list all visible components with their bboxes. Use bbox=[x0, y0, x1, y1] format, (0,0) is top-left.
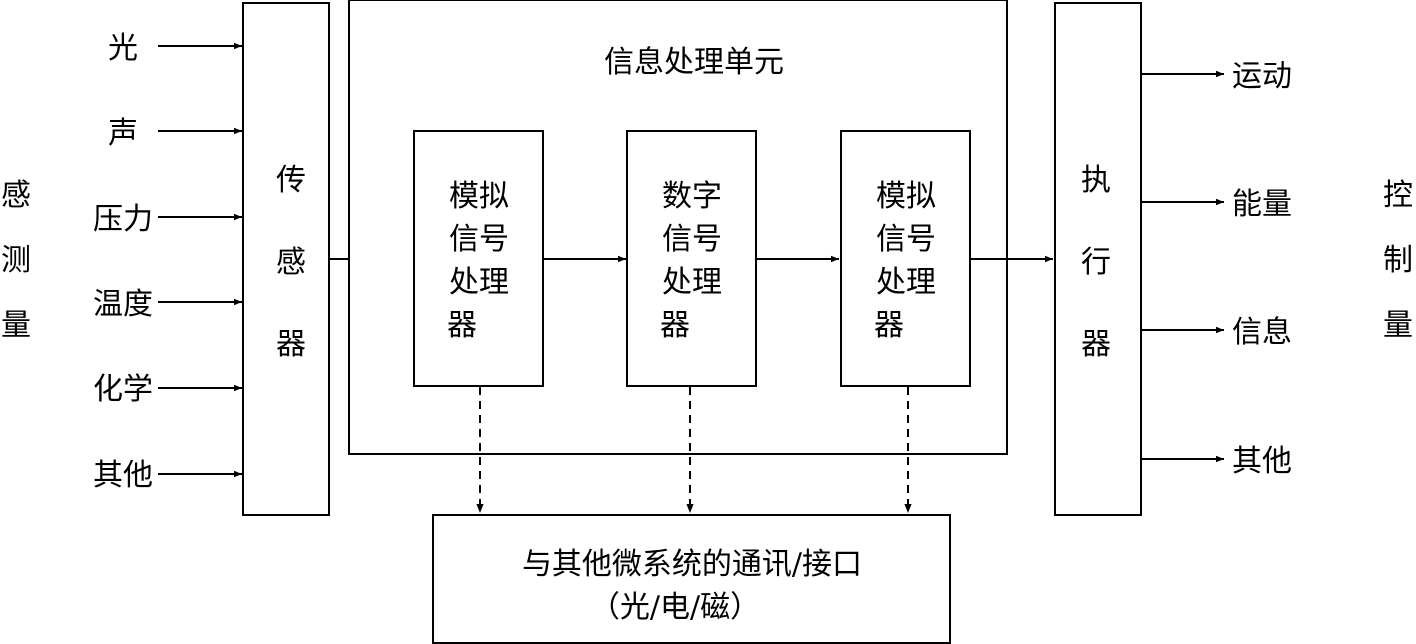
sensor-char-3: 器 bbox=[276, 327, 306, 362]
processor-2-line-1: 数字 bbox=[662, 179, 722, 214]
analog-processor-input-box bbox=[413, 130, 544, 387]
input-pressure: 压力 bbox=[93, 202, 153, 237]
sensor-char-2: 感 bbox=[276, 245, 306, 280]
output-motion: 运动 bbox=[1232, 59, 1292, 94]
analog-processor-input: 模拟 信号 处理 器 bbox=[413, 130, 544, 387]
output-other: 其他 bbox=[1232, 444, 1292, 479]
analog-processor-output-box bbox=[840, 130, 971, 387]
analog-processor-output: 模拟 信号 处理 器 bbox=[840, 130, 971, 387]
interface-line-2: （光/电/磁） bbox=[590, 590, 760, 625]
interface-line-1: 与其他微系统的通讯/接口 bbox=[522, 547, 862, 582]
input-list: 光 声 压力 温度 化学 其他 bbox=[93, 31, 242, 493]
interface-block: 与其他微系统的通讯/接口 （光/电/磁） bbox=[432, 514, 951, 644]
control-quantity-label: 控 制 量 bbox=[1383, 178, 1413, 343]
processor-2-line-2: 信号 bbox=[662, 222, 722, 257]
sensed-char-1: 感 bbox=[1, 178, 31, 213]
processing-unit-title: 信息处理单元 bbox=[604, 45, 784, 80]
sensed-char-3: 量 bbox=[1, 308, 31, 343]
input-sound: 声 bbox=[108, 116, 138, 151]
processor-1-line-2: 信号 bbox=[449, 222, 509, 257]
processor-1-line-3: 处理 bbox=[449, 265, 509, 300]
processor-2-line-4: 器 bbox=[660, 308, 690, 343]
control-char-3: 量 bbox=[1383, 308, 1413, 343]
sensor-char-1: 传 bbox=[276, 163, 306, 198]
control-char-1: 控 bbox=[1383, 178, 1413, 213]
processor-1-line-1: 模拟 bbox=[449, 179, 509, 214]
processor-3-line-2: 信号 bbox=[876, 222, 936, 257]
input-light: 光 bbox=[108, 31, 138, 66]
output-energy: 能量 bbox=[1232, 187, 1292, 222]
output-list: 运动 能量 信息 其他 bbox=[1141, 59, 1292, 479]
processor-2-line-3: 处理 bbox=[662, 265, 722, 300]
actuator-box bbox=[1054, 2, 1142, 516]
actuator-block: 执 行 器 bbox=[1054, 2, 1142, 516]
actuator-char-1: 执 bbox=[1081, 163, 1111, 198]
input-temperature: 温度 bbox=[93, 287, 153, 322]
sensor-box bbox=[242, 2, 330, 516]
output-information: 信息 bbox=[1232, 315, 1292, 350]
processor-1-line-4: 器 bbox=[447, 308, 477, 343]
sensed-char-2: 测 bbox=[1, 243, 31, 278]
digital-processor: 数字 信号 处理 器 bbox=[626, 130, 757, 387]
processor-3-line-4: 器 bbox=[874, 308, 904, 343]
actuator-char-2: 行 bbox=[1081, 245, 1111, 280]
processor-3-line-3: 处理 bbox=[876, 265, 936, 300]
processor-3-line-1: 模拟 bbox=[876, 179, 936, 214]
interface-box bbox=[432, 514, 951, 644]
actuator-char-3: 器 bbox=[1081, 327, 1111, 362]
input-chemical: 化学 bbox=[93, 372, 153, 407]
digital-processor-box bbox=[626, 130, 757, 387]
sensor-block: 传 感 器 bbox=[242, 2, 330, 516]
input-other: 其他 bbox=[93, 458, 153, 493]
control-char-2: 制 bbox=[1383, 243, 1413, 278]
sensed-quantity-label: 感 测 量 bbox=[1, 178, 31, 343]
